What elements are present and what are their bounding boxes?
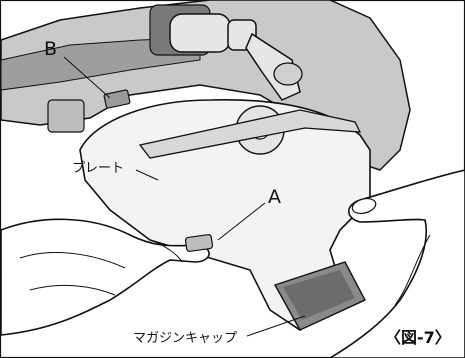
- left-hand: [0, 218, 210, 336]
- label-a: A: [268, 186, 281, 208]
- leader-a: [217, 202, 266, 241]
- latch-b: [103, 89, 131, 109]
- leader-magazine-cap: [246, 315, 306, 337]
- side-fitting: [47, 99, 85, 133]
- label-magazine-cap: マガジンキャップ: [133, 331, 238, 346]
- label-b: B: [44, 38, 58, 60]
- right-hand: [328, 169, 465, 358]
- plate-bar: [138, 109, 362, 159]
- clip-a: [184, 234, 214, 252]
- air-fitting: [169, 13, 303, 101]
- leader-plate: [135, 169, 159, 181]
- nailer-body-shade: [0, 37, 201, 91]
- right-thumbnail: [351, 197, 377, 215]
- label-plate: プレート: [72, 161, 125, 176]
- leader-b: [63, 56, 111, 99]
- figure-number: 〈図-7〉: [385, 328, 451, 347]
